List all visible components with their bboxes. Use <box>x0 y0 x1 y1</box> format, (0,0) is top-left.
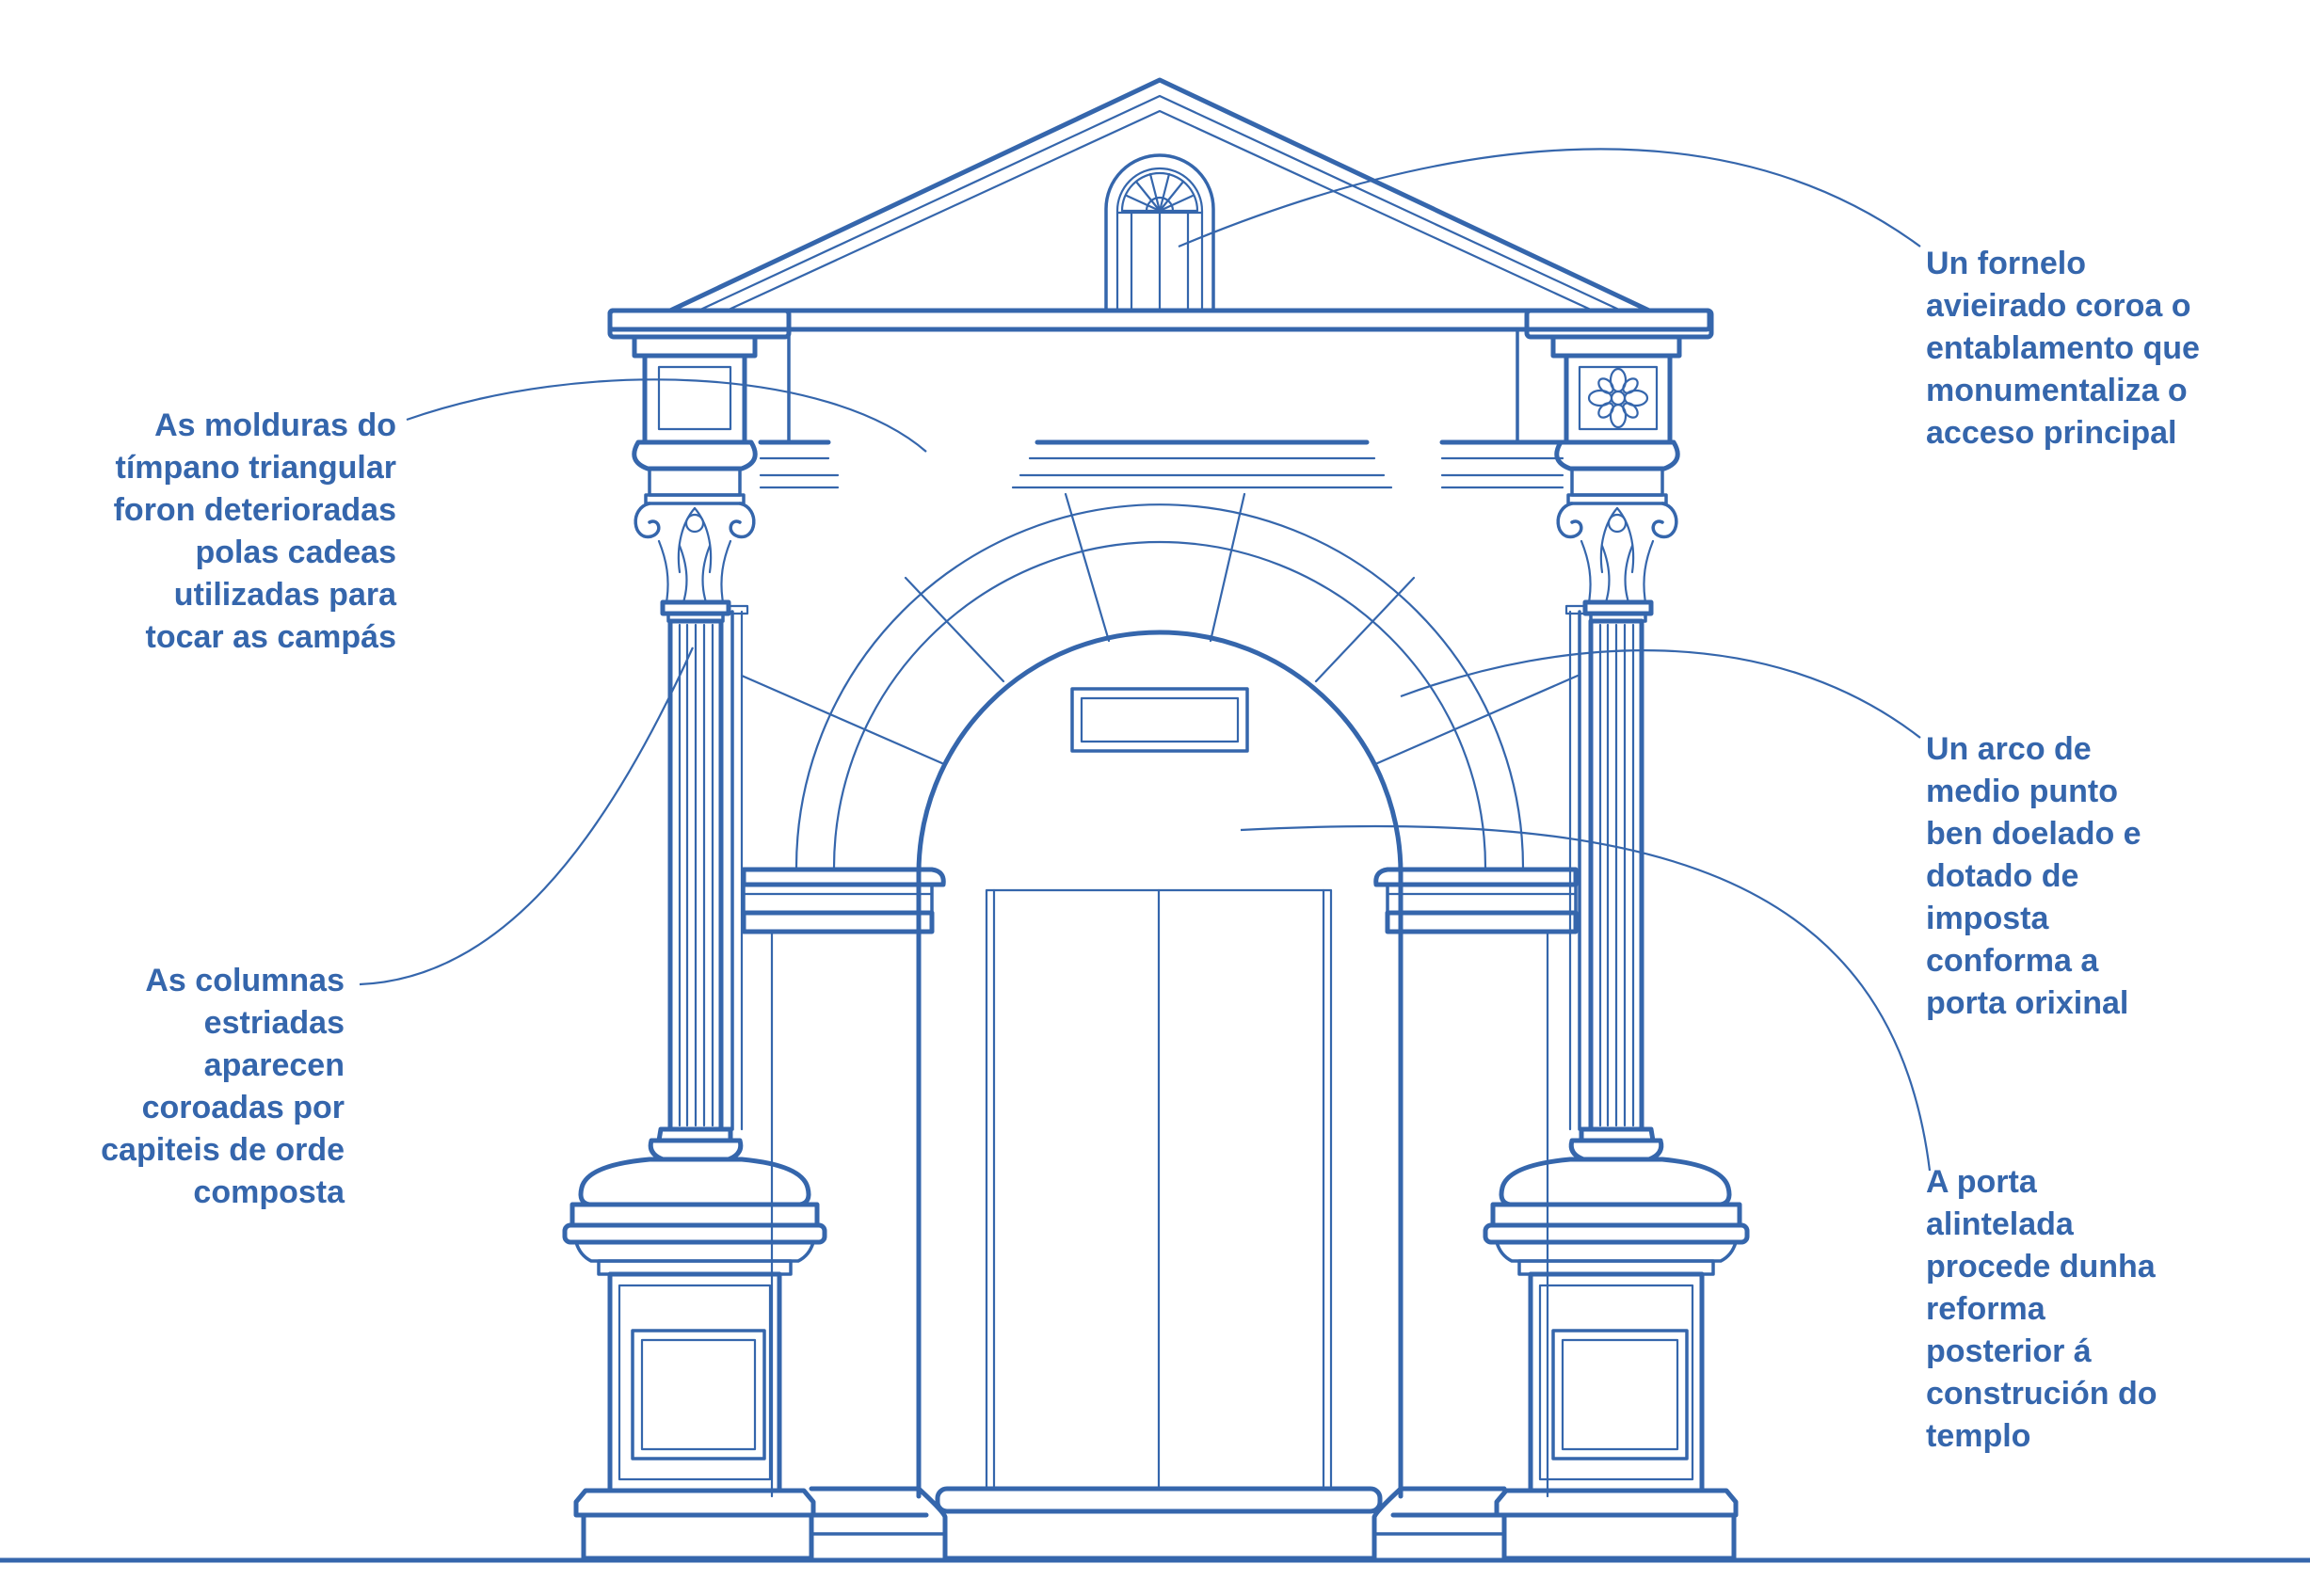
leader-columns <box>359 646 695 986</box>
annotation-round-arch: Un arco de medio punto ben doelado e dot… <box>1926 731 2142 1021</box>
composite-capital-left <box>634 502 756 604</box>
left-column <box>562 308 827 1561</box>
composite-capital-right <box>1556 502 1678 604</box>
rosette-icon <box>1587 367 1649 429</box>
leader-door <box>1240 824 1932 1172</box>
leader-arch <box>1400 649 1921 739</box>
annotation-lintel-door: A porta alintelada procede dunha reforma… <box>1926 1164 2158 1454</box>
right-column <box>1483 308 1750 1561</box>
door-threshold <box>809 1486 1507 1561</box>
impost-left <box>741 867 946 934</box>
annotation-scalloped-niche: Un fornelo avieirado coroa o entablament… <box>1926 246 2200 451</box>
round-arch <box>740 492 1580 1499</box>
annotation-fluted-columns: As columnas estriadas aparecen coroadas … <box>101 963 345 1210</box>
lintel-door <box>985 888 1333 1491</box>
scallop-shell-icon <box>1120 171 1199 213</box>
impost-right <box>1373 867 1579 934</box>
annotation-pediment-mouldings: As molduras do tímpano triangular foron … <box>113 407 396 655</box>
leader-fornelo <box>1178 148 1921 248</box>
leader-pediment <box>406 378 927 453</box>
scalloped-niche <box>1104 153 1215 311</box>
